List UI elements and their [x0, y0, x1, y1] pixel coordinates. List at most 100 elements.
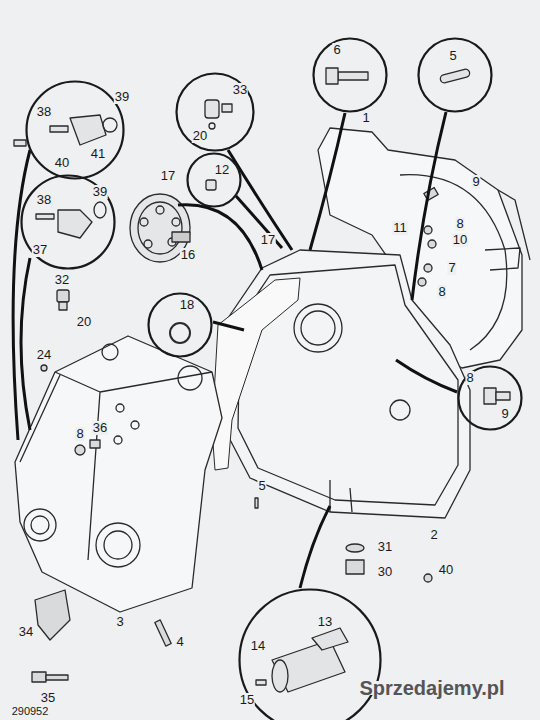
detail-circle: 38 39 37: [20, 174, 116, 270]
callout-number: 20: [76, 315, 92, 329]
drawing-stroke: [428, 240, 436, 248]
callout-number: 37: [32, 243, 48, 257]
drawing-stroke: [484, 388, 496, 404]
callout-number: 8: [437, 285, 446, 299]
drawing-stroke: [418, 278, 426, 286]
circle-outline: [312, 37, 388, 113]
drawing-stroke: [439, 68, 470, 83]
drawing-stroke: [330, 480, 352, 512]
drawing-stroke: [94, 202, 106, 218]
drawing-stroke: [57, 290, 69, 302]
callout-number: 4: [175, 635, 184, 649]
callout-number: 38: [36, 105, 52, 119]
callout-number: 20: [192, 129, 208, 143]
detail-circle: 33 20: [175, 72, 255, 152]
callout-number: 39: [92, 185, 108, 199]
callout-number: 17: [260, 233, 276, 247]
callout-number: 10: [452, 233, 468, 247]
drawing-stroke: [36, 214, 54, 219]
drawing-stroke: [300, 506, 330, 588]
callout-number: 2: [429, 528, 438, 542]
callout-number: 7: [447, 261, 456, 275]
drawing-stroke: [155, 620, 171, 646]
callout-number: 33: [232, 83, 248, 97]
drawing-stroke: [255, 498, 258, 508]
callout-number: 8: [75, 427, 84, 441]
callout-number: 36: [92, 421, 108, 435]
callout-number: 8: [465, 371, 474, 385]
circle-outline: [459, 367, 522, 430]
drawing-stroke: [104, 531, 132, 559]
drawing-stroke: [485, 248, 520, 270]
circle-outline: [177, 74, 254, 151]
drawing-stroke: [213, 322, 244, 330]
circle-outline: [186, 152, 242, 208]
drawing-stroke: [294, 304, 342, 352]
callout-number: 12: [214, 163, 230, 177]
drawing-stroke: [144, 240, 152, 248]
front-case: [15, 336, 222, 612]
drawing-stroke: [96, 523, 140, 567]
callout-number: 38: [36, 193, 52, 207]
callout-number: 35: [40, 691, 56, 705]
circle-outline: [419, 39, 492, 112]
drawing-stroke: [58, 210, 92, 238]
drawing-stroke: [32, 672, 46, 682]
callout-number: 15: [239, 693, 255, 707]
drawing-stroke: [496, 392, 510, 400]
callout-number: 5: [257, 479, 266, 493]
drawing-stroke: [312, 628, 348, 650]
callout-number: 30: [377, 565, 393, 579]
callout-number: 40: [438, 563, 454, 577]
drawing-stroke: [20, 372, 212, 560]
callout-number: 31: [377, 540, 393, 554]
circle-outline: [314, 39, 387, 112]
detail-circle: 5: [417, 37, 493, 113]
drawing-stroke: [424, 574, 432, 582]
detail-circle: 13 14 15: [238, 588, 382, 720]
circle-outline: [25, 80, 125, 180]
drawing-stroke: [172, 218, 180, 226]
drawing-stroke: [24, 509, 56, 541]
leader-lines: [13, 112, 457, 588]
callout-number: 32: [54, 273, 70, 287]
callout-number: 18: [179, 298, 195, 312]
drawing-stroke: [14, 140, 26, 146]
drawing-stroke: [156, 206, 164, 214]
drawing-stroke: [206, 180, 216, 190]
drawing-stroke: [326, 68, 338, 84]
drawing-stroke: [310, 113, 345, 250]
circle-outline: [238, 588, 382, 720]
detail-circle: 18: [147, 292, 213, 358]
callout-number: 5: [448, 49, 457, 63]
drawing-stroke: [131, 421, 139, 429]
callout-number: 1: [361, 111, 370, 125]
drawing-stroke: [31, 516, 49, 534]
drawing-stroke: [424, 264, 432, 272]
drawing-stroke: [90, 440, 100, 448]
callout-number: 14: [250, 639, 266, 653]
callout-number: 34: [18, 625, 34, 639]
circle-outline: [240, 590, 381, 720]
drawing-stroke: [102, 344, 118, 360]
drawing-stroke: [13, 150, 30, 440]
drawing-stroke: [222, 104, 232, 112]
drawing-stroke: [46, 675, 68, 680]
drawing-stroke: [75, 445, 85, 455]
drawing-stroke: [178, 205, 262, 270]
drawing-stroke: [178, 366, 202, 390]
callout-number: 39: [114, 90, 130, 104]
drawing-stroke: [236, 196, 282, 248]
circle-outline: [27, 82, 124, 179]
drawing-stroke: [138, 202, 182, 254]
drawing-stroke: [15, 336, 222, 612]
drawing-stroke: [228, 150, 292, 250]
drawing-stroke: [70, 115, 106, 145]
drawing-stroke: [346, 560, 364, 574]
drawing-stroke: [116, 404, 124, 412]
circle-outline: [22, 176, 115, 269]
drawing-stroke: [412, 112, 446, 300]
callout-number: 41: [90, 147, 106, 161]
drawing-stroke: [41, 365, 47, 371]
callout-number: 13: [317, 615, 333, 629]
